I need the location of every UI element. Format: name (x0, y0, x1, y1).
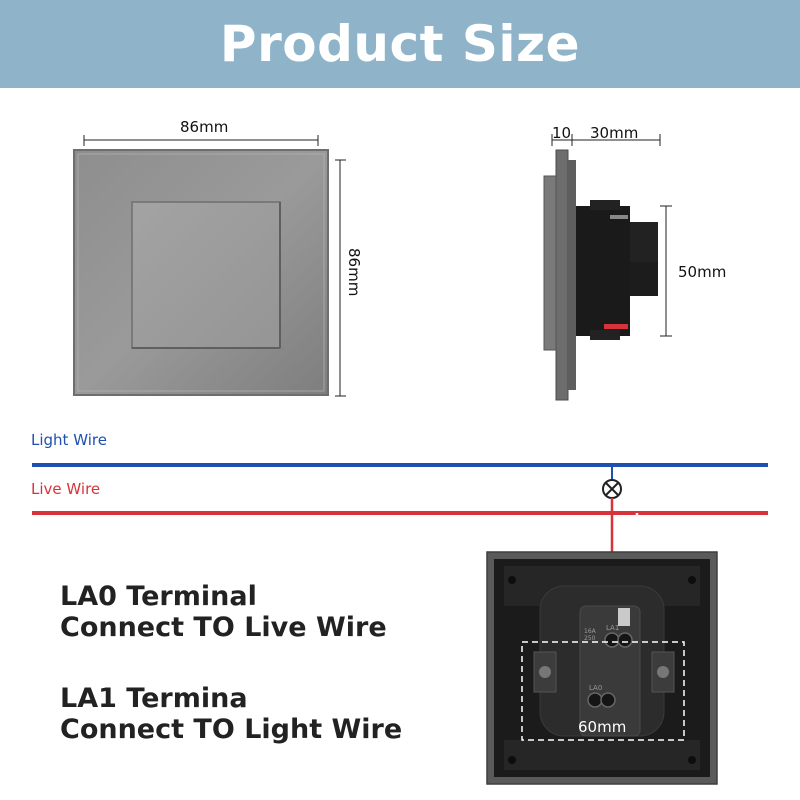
front-height-label: 86mm (345, 248, 363, 297)
side-front-plate (555, 149, 569, 401)
front-glass-panel (73, 149, 329, 396)
la0-title: LA0 Terminal (60, 581, 257, 612)
rating-text: 16A 250 (584, 628, 596, 642)
terminal-la1-label: LA1 (606, 624, 620, 632)
terminal-la0-label: LA0 (589, 684, 603, 692)
live-wire-label: Live Wire (31, 480, 101, 498)
side-frame (568, 160, 576, 390)
la1-title: LA1 Termina (60, 683, 248, 714)
lamp-icon (602, 479, 622, 499)
back-view-switch (486, 551, 718, 785)
panel-bevel (77, 153, 325, 392)
terminal-la1-screw (604, 632, 620, 648)
side-body (576, 206, 630, 336)
side-terminal-bottom (630, 262, 658, 296)
page-title: Product Size (219, 15, 581, 73)
front-width-label: 86mm (180, 118, 229, 136)
front-view-switch (73, 149, 329, 396)
side-rocker (543, 175, 557, 351)
spacing-dashed-box (521, 641, 685, 741)
side-red-wire (604, 324, 628, 329)
la0-text: Connect TO Live Wire (60, 612, 387, 643)
side-terminal-top (630, 222, 658, 262)
side-view-switch (543, 149, 658, 401)
side-height-dimension (660, 205, 672, 337)
header-banner: Product Size (0, 0, 800, 88)
la1-text: Connect TO Light Wire (60, 714, 403, 745)
side-depth-dimension (551, 134, 661, 146)
spacing-label: 60mm (578, 718, 627, 736)
terminal-la0-screw (587, 692, 603, 708)
front-height-dimension (335, 159, 346, 397)
light-wire-label: Light Wire (31, 431, 107, 449)
release-latch (618, 608, 630, 626)
rocker-key (131, 201, 281, 349)
side-front-depth-label: 10 (552, 124, 572, 142)
front-width-dimension (83, 135, 319, 146)
side-height-label: 50mm (678, 263, 727, 281)
side-back-depth-label: 30mm (590, 124, 639, 142)
